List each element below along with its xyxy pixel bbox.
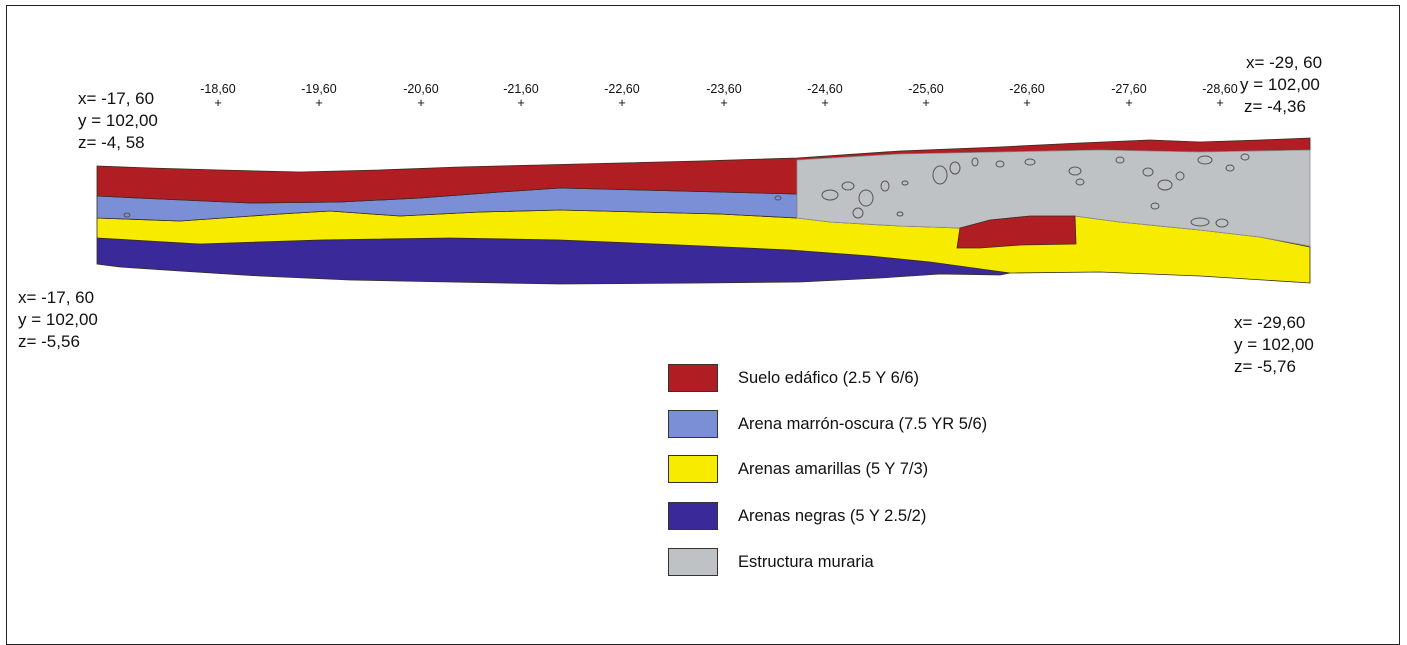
- stone: [1068, 166, 1082, 176]
- legend-swatch: [668, 364, 718, 392]
- stone: [1215, 218, 1229, 228]
- stone: [971, 157, 979, 167]
- stone: [949, 161, 961, 175]
- coord-bottom-left: x= -17, 60 y = 102,00 z= -5,56: [18, 287, 98, 353]
- stone: [1150, 202, 1160, 210]
- stone: [1240, 153, 1250, 161]
- stone: [852, 207, 864, 219]
- coord-x: x= -29,60: [1234, 313, 1306, 332]
- stone: [1197, 155, 1213, 165]
- legend-swatch: [668, 502, 718, 530]
- stone: [932, 165, 948, 185]
- axis-tick: -28,60+: [1202, 82, 1238, 110]
- legend-swatch: [668, 455, 718, 483]
- stone: [123, 212, 131, 218]
- layer-suelo-edafico: [96, 137, 1311, 204]
- stratigraphic-section: [96, 137, 1311, 285]
- stone: [1075, 178, 1085, 186]
- axis-tick: -22,60+: [604, 82, 640, 110]
- axis-tick: -26,60+: [1009, 82, 1045, 110]
- stone: [1225, 164, 1235, 172]
- stone: [896, 211, 904, 217]
- legend-label: Arenas negras (5 Y 2.5/2): [738, 507, 927, 525]
- axis-tick: -25,60+: [908, 82, 944, 110]
- legend-swatch: [668, 410, 718, 438]
- coord-top-right: x= -29, 60 y = 102,00 z= -4,36: [1240, 52, 1323, 118]
- legend-label: Arenas amarillas (5 Y 7/3): [738, 460, 929, 478]
- legend-label: Suelo edáfico (2.5 Y 6/6): [738, 369, 920, 387]
- coord-top-left: x= -17, 60 y = 102,00 z= -4, 58: [78, 88, 158, 154]
- coord-y: y = 102,00: [78, 111, 158, 130]
- layer-estructura-muraria: [796, 149, 1311, 247]
- legend-label: Arena marrón-oscura (7.5 YR 5/6): [738, 415, 988, 433]
- axis-tick: -18,60+: [200, 82, 236, 110]
- coord-bottom-right: x= -29,60 y = 102,00 z= -5,76: [1234, 312, 1314, 378]
- axis-tick: -20,60+: [403, 82, 439, 110]
- stone: [821, 189, 839, 201]
- stone: [858, 189, 874, 207]
- coord-x: x= -29, 60: [1246, 53, 1323, 72]
- legend-label: Estructura muraria: [738, 553, 874, 571]
- stone: [1190, 217, 1210, 227]
- legend-swatch: [668, 548, 718, 576]
- stone: [1115, 156, 1125, 164]
- stone: [1175, 171, 1185, 181]
- stone: [841, 181, 855, 191]
- coord-x: x= -17, 60: [78, 89, 155, 108]
- stone: [1024, 158, 1036, 166]
- stone: [1157, 179, 1173, 191]
- axis-tick: -23,60+: [706, 82, 742, 110]
- axis-tick: -21,60+: [503, 82, 539, 110]
- coord-x: x= -17, 60: [18, 288, 95, 307]
- stone: [774, 195, 782, 201]
- axis-tick: -19,60+: [301, 82, 337, 110]
- coord-z: z= -4,36: [1244, 97, 1306, 116]
- suelo-edafico-inclusion: [956, 215, 1077, 249]
- coord-z: z= -5,76: [1234, 357, 1296, 376]
- stone: [995, 160, 1005, 168]
- coord-z: z= -4, 58: [78, 133, 145, 152]
- coord-y: y = 102,00: [1234, 335, 1314, 354]
- coord-z: z= -5,56: [18, 332, 80, 351]
- stone: [901, 180, 909, 186]
- wall-stones: [123, 153, 1250, 228]
- axis-tick: -24,60+: [807, 82, 843, 110]
- stone: [880, 180, 890, 192]
- coord-y: y = 102,00: [1240, 75, 1320, 94]
- axis-tick: -27,60+: [1111, 82, 1147, 110]
- stone: [1142, 167, 1154, 177]
- coord-y: y = 102,00: [18, 310, 98, 329]
